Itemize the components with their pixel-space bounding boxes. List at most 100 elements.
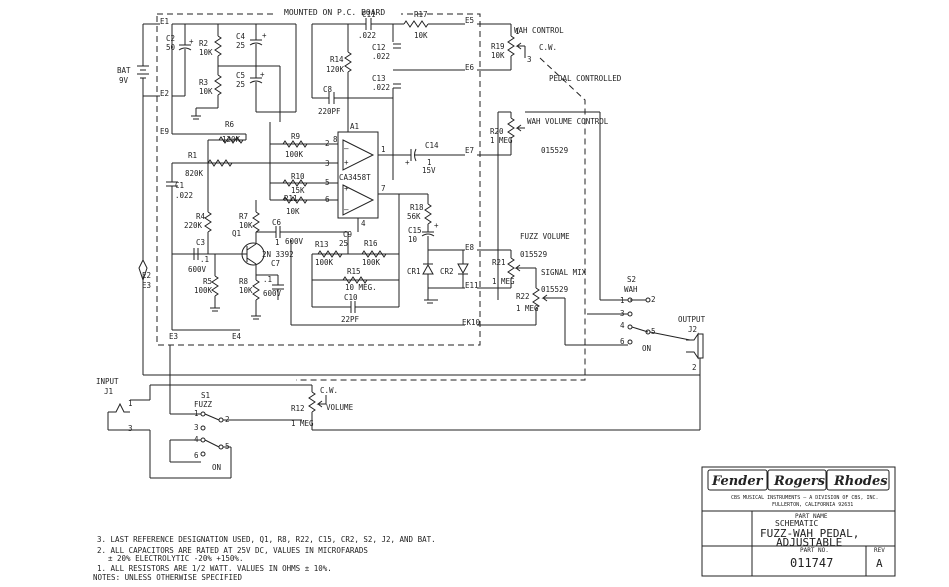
logo-fender: Fender bbox=[711, 474, 764, 489]
s2-label: WAH bbox=[624, 285, 638, 294]
c10-name: C10 bbox=[344, 293, 358, 302]
c13-value: .022 bbox=[372, 83, 390, 92]
title-block bbox=[701, 466, 896, 577]
s1-on: ON bbox=[212, 463, 221, 472]
battery-name: BAT bbox=[117, 66, 131, 75]
svg-text:5: 5 bbox=[651, 327, 656, 336]
c4-value: 25 bbox=[236, 41, 245, 50]
svg-text:+: + bbox=[260, 70, 265, 79]
r14-name: R14 bbox=[330, 55, 344, 64]
svg-text:2: 2 bbox=[692, 363, 697, 372]
r22-value: 1 MEG bbox=[516, 304, 539, 313]
c6-name: C6 bbox=[272, 218, 282, 227]
c9-value: 25 bbox=[339, 239, 348, 248]
c10-value: 22PF bbox=[341, 315, 360, 324]
note-1: 1. ALL RESISTORS ARE 1/2 WATT. VALUES IN… bbox=[97, 564, 332, 573]
r8-value: 10K bbox=[239, 286, 253, 295]
c15-name: C15 bbox=[408, 226, 422, 235]
c11-name: C11 bbox=[362, 10, 376, 19]
c6-voltage: 600V bbox=[285, 237, 304, 246]
edge-e4: E4 bbox=[232, 332, 242, 341]
edge-e11: E11 bbox=[465, 281, 479, 290]
r5-name: R5 bbox=[203, 277, 212, 286]
s1-name: S1 bbox=[201, 391, 210, 400]
r21-name: R21 bbox=[492, 258, 506, 267]
edge-e5: E5 bbox=[465, 16, 474, 25]
edge-e10: EK10 bbox=[462, 318, 481, 327]
c14-voltage: 15V bbox=[422, 166, 436, 175]
e2-e3-jumper bbox=[138, 258, 148, 282]
edge-e1: E1 bbox=[160, 17, 169, 26]
r13-name: R13 bbox=[315, 240, 329, 249]
input-label: INPUT bbox=[96, 377, 119, 386]
svg-text:3: 3 bbox=[527, 55, 532, 64]
battery-value: 9V bbox=[119, 76, 129, 85]
c5-value: 25 bbox=[236, 80, 245, 89]
r10-name: R10 bbox=[291, 172, 305, 181]
r18-value: 56K bbox=[407, 212, 421, 221]
svg-text:+: + bbox=[189, 37, 194, 46]
r17-value: 10K bbox=[414, 31, 428, 40]
c9-name: C9 bbox=[343, 230, 352, 239]
r12-name: R12 bbox=[291, 404, 305, 413]
r15-name: R15 bbox=[347, 267, 361, 276]
r4-name: R4 bbox=[196, 212, 206, 221]
c13-name: C13 bbox=[372, 74, 386, 83]
edge-e2b: E2 bbox=[142, 271, 151, 280]
signal-mix-part: 015529 bbox=[541, 285, 568, 294]
edge-e9: E9 bbox=[160, 127, 169, 136]
r16-value: 100K bbox=[362, 258, 381, 267]
svg-text:1: 1 bbox=[128, 399, 133, 408]
r2-value: 10K bbox=[199, 48, 213, 57]
cr2-name: CR2 bbox=[440, 267, 454, 276]
input-name: J1 bbox=[104, 387, 113, 396]
part-name: FUZZ-WAH PEDAL, bbox=[760, 527, 859, 540]
wah-control-label: WAH CONTROL bbox=[514, 26, 564, 35]
pedal-link bbox=[296, 57, 586, 381]
pc-board-outline bbox=[156, 13, 481, 346]
svg-text:1: 1 bbox=[515, 27, 520, 36]
r7-name: R7 bbox=[239, 212, 248, 221]
edge-e8: E8 bbox=[465, 243, 475, 252]
notes-header: NOTES: UNLESS OTHERWISE SPECIFIED bbox=[93, 573, 242, 582]
r9-value: 100K bbox=[285, 150, 304, 159]
r13-value: 100K bbox=[315, 258, 334, 267]
r5-value: 100K bbox=[194, 286, 213, 295]
r19-name: R19 bbox=[491, 42, 505, 51]
c1-value: .022 bbox=[175, 191, 193, 200]
rev-label: REV bbox=[874, 547, 885, 554]
r18-name: R18 bbox=[410, 203, 424, 212]
c2-value: 50 bbox=[166, 43, 176, 52]
pedal-controlled-label: PEDAL CONTROLLED bbox=[549, 74, 622, 83]
r6-value: 120K bbox=[222, 135, 241, 144]
svg-text:–: – bbox=[344, 144, 349, 153]
svg-text:6: 6 bbox=[194, 451, 199, 460]
cr2-diode bbox=[457, 263, 469, 275]
r21-value: 1 MEG bbox=[492, 277, 515, 286]
a1-part: CA3458T bbox=[339, 173, 371, 182]
c8-value: 220PF bbox=[318, 107, 341, 116]
input-jack bbox=[108, 402, 130, 413]
c11-value: .022 bbox=[358, 31, 376, 40]
c12-value: .022 bbox=[372, 52, 390, 61]
volume-label: VOLUME bbox=[326, 403, 354, 412]
cr1-diode bbox=[422, 263, 434, 275]
s2-on: ON bbox=[642, 344, 651, 353]
note-3: 3. LAST REFERENCE DESIGNATION USED, Q1, … bbox=[97, 535, 436, 544]
c14-value: 1 bbox=[427, 158, 432, 167]
part-no: 011747 bbox=[790, 556, 833, 570]
note-2a: 2. ALL CAPACITORS ARE RATED AT 25V DC, V… bbox=[97, 546, 368, 555]
c7-voltage: 600V bbox=[263, 289, 282, 298]
cr1-name: CR1 bbox=[407, 267, 421, 276]
c3-value: .1 bbox=[200, 255, 209, 264]
r8-name: R8 bbox=[239, 277, 249, 286]
svg-text:–: – bbox=[344, 205, 349, 214]
svg-text:+: + bbox=[434, 221, 439, 230]
r2-name: R2 bbox=[199, 39, 208, 48]
svg-text:+: + bbox=[262, 31, 267, 40]
svg-text:1: 1 bbox=[381, 145, 386, 154]
wah-volume-label: WAH VOLUME CONTROL bbox=[527, 117, 609, 126]
c3-name: C3 bbox=[196, 238, 205, 247]
battery-symbol bbox=[137, 24, 149, 96]
output-name: J2 bbox=[688, 325, 697, 334]
